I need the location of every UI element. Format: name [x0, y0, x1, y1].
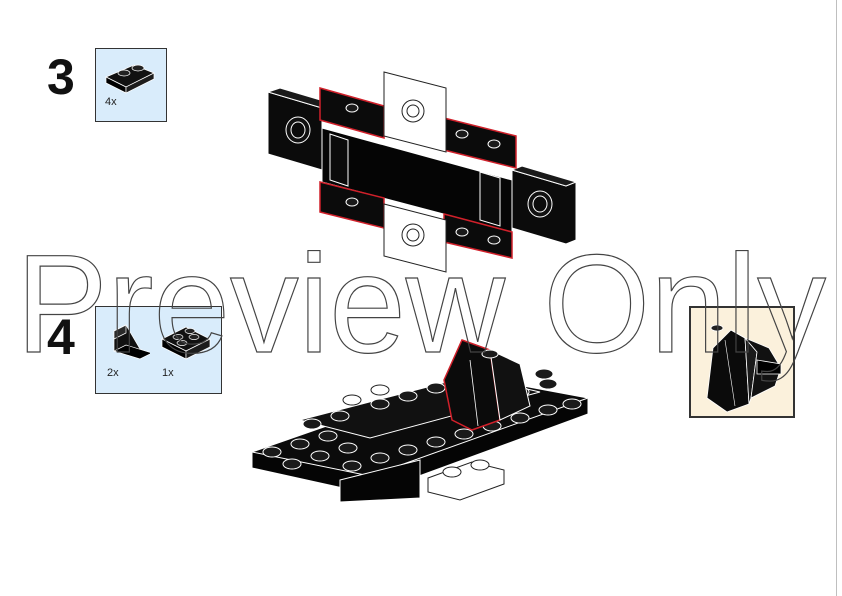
black-plate-2x2-icon — [161, 326, 211, 360]
part-qty: 4x — [105, 96, 117, 108]
subassembly-callout — [689, 306, 795, 418]
step-number-3: 3 — [47, 49, 75, 105]
slope-subassembly-illustration — [706, 324, 782, 413]
black-slope-1x2-icon — [113, 324, 150, 360]
parts-list-step-3: 4x — [95, 48, 167, 122]
parts-list-step-4: 2x 1x — [95, 306, 222, 394]
page-edge — [836, 0, 837, 596]
part-qty: 1x — [162, 367, 174, 379]
black-plate-1x2-icon — [105, 64, 155, 94]
step-number-4: 4 — [47, 309, 75, 365]
part-qty: 2x — [107, 367, 119, 379]
